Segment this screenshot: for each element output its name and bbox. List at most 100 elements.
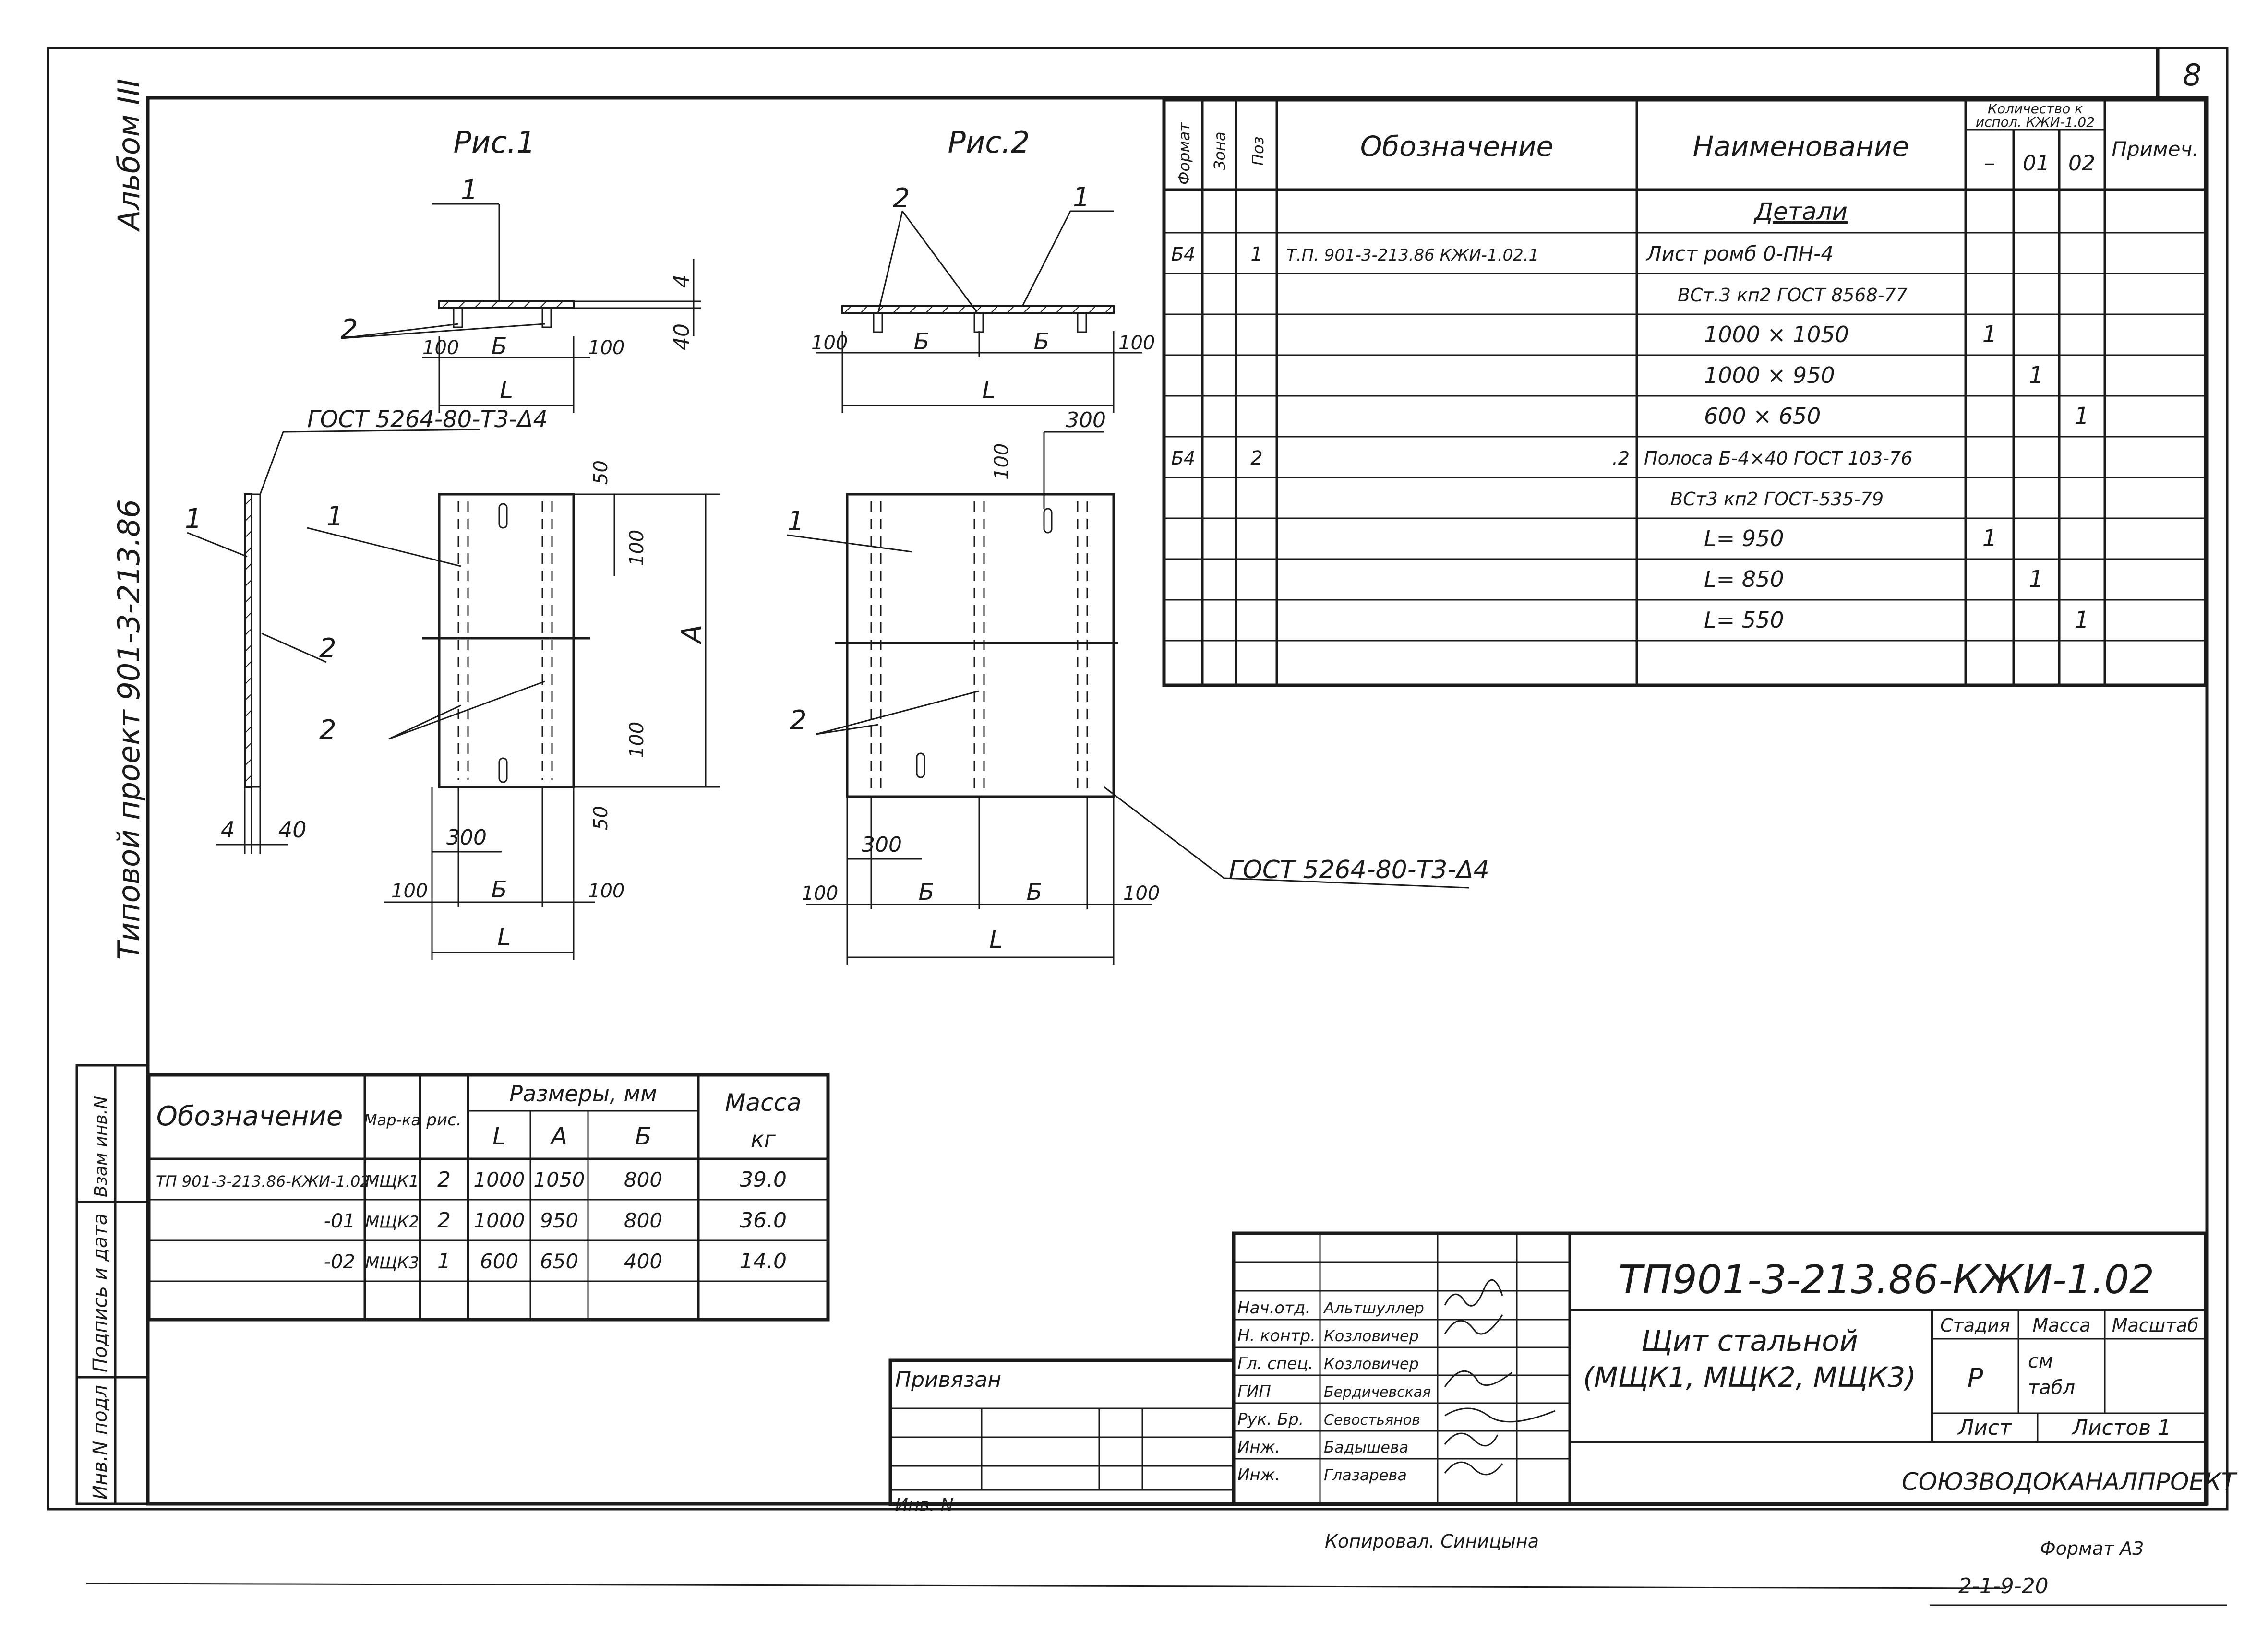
fig1-pos1: 1 bbox=[461, 175, 478, 206]
fig2-pos1-top: 1 bbox=[1073, 182, 1090, 213]
plan1-dim-100c: 100 bbox=[391, 880, 428, 902]
sheet-label: Лист bbox=[1957, 1416, 2012, 1440]
org-name: СОЮЗВОДОКАНАЛПРОЕКТ bbox=[1902, 1468, 2238, 1496]
dim-table: Обозначение Мар-ка рис. Размеры, мм L А … bbox=[147, 1073, 830, 1322]
fig2-pos2-top: 2 bbox=[893, 183, 910, 214]
privyazan-block: Привязан Инв. N bbox=[888, 1358, 1236, 1515]
fig1-dim-100b: 100 bbox=[588, 337, 624, 359]
plan2-dim-b2: Б bbox=[1027, 879, 1043, 905]
table-row: -02 МЩК3 1 600 650 400 14.0 bbox=[324, 1249, 787, 1274]
fig1-dim-40: 40 bbox=[670, 323, 694, 350]
plan2-pos2: 2 bbox=[790, 705, 807, 736]
spec-cell-name: 1000 × 950 bbox=[1704, 362, 1835, 388]
dim-cell-l: 1000 bbox=[474, 1168, 525, 1191]
spec-cell-designation: .2 bbox=[1612, 448, 1630, 469]
spec-cell-name: L= 850 bbox=[1704, 566, 1784, 592]
dim-cell-fig: 2 bbox=[437, 1208, 451, 1233]
stamp-replace: Взам инв.N bbox=[91, 1096, 111, 1197]
fig1-dim-b: Б bbox=[492, 333, 507, 360]
spec-cell-format: Б4 bbox=[1171, 244, 1195, 265]
role-label: Гл. спец. bbox=[1237, 1354, 1313, 1373]
table-row: L= 850 1 bbox=[1704, 566, 2043, 593]
spec-h-pos: Поз bbox=[1249, 136, 1267, 166]
dim-h-designation: Обозначение bbox=[156, 1101, 343, 1132]
spec-cell-name: Полоса Б-4×40 ГОСТ 103-76 bbox=[1644, 448, 1912, 469]
mass-value-1: см bbox=[2028, 1350, 2053, 1372]
table-row: Б4 2 .2 Полоса Б-4×40 ГОСТ 103-76 bbox=[1171, 447, 1912, 469]
role-label: Нач.отд. bbox=[1237, 1299, 1310, 1318]
table-row: 1000 × 1050 1 bbox=[1704, 321, 1997, 348]
role-name: Бердичевская bbox=[1324, 1384, 1431, 1401]
plan1-dim-100b: 100 bbox=[626, 722, 648, 758]
footer: Копировал. Синицына Формат А3 2-1-9-20 bbox=[1325, 1531, 2144, 1598]
spec-h-zone: Зона bbox=[1211, 131, 1229, 170]
dim-cell-designation: -01 bbox=[324, 1210, 355, 1232]
spec-cell-pos: 2 bbox=[1250, 447, 1262, 469]
gost-weld-2: ГОСТ 5264-80-Т3-Δ4 bbox=[1229, 856, 1489, 884]
dim-cell-a: 1050 bbox=[534, 1168, 585, 1191]
dim-cell-mark: МЩК2 bbox=[365, 1213, 419, 1232]
dim-cell-b: 800 bbox=[624, 1209, 662, 1232]
spec-cell-name: ВСт3 кп2 ГОСТ-535-79 bbox=[1670, 488, 1884, 510]
table-row: ВСт3 кп2 ГОСТ-535-79 bbox=[1670, 488, 1884, 510]
spec-h-qty-01: 01 bbox=[2023, 151, 2050, 176]
spec-cell-q2: 1 bbox=[2075, 403, 2089, 429]
dim-cell-l: 600 bbox=[480, 1250, 518, 1273]
dim-cell-designation: ТП 901-3-213.86-КЖИ-1.02 bbox=[156, 1172, 370, 1191]
dim-h-sizes: Размеры, мм bbox=[509, 1081, 657, 1107]
side-project: Типовой проект 901-3-213.86 bbox=[111, 499, 146, 960]
privyazan-label: Привязан bbox=[895, 1368, 1001, 1392]
fig2-title: Рис.2 bbox=[948, 125, 1030, 160]
spec-cell-name: Лист ромб 0-ПН-4 bbox=[1645, 242, 1834, 265]
plan1-dim-300: 300 bbox=[446, 825, 487, 850]
fig1-title: Рис.1 bbox=[454, 125, 536, 160]
scale-label: Масштаб bbox=[2112, 1315, 2199, 1336]
spec-rows: Детали Б4 1 Т.П. 901-3-213.86 КЖИ-1.02.1… bbox=[1171, 198, 2089, 633]
side-section: ГОСТ 5264-80-Т3-Δ4 1 2 4 40 bbox=[185, 406, 548, 854]
dim-cell-a: 650 bbox=[540, 1250, 578, 1273]
title-line-2: (МЩК1, МЩК2, МЩК3) bbox=[1583, 1361, 1916, 1394]
plan1-dim-a: А bbox=[676, 625, 708, 644]
plan2-dim-b1: Б bbox=[919, 879, 935, 905]
bottom-code: 2-1-9-20 bbox=[1958, 1574, 2049, 1598]
plan2-dim-100a: 100 bbox=[991, 443, 1013, 480]
table-row: Детали bbox=[1753, 198, 1848, 226]
spec-h-designation: Обозначение bbox=[1360, 130, 1553, 163]
fig1-dim-4: 4 bbox=[670, 274, 694, 288]
plan-fig1: 1 2 А 100 100 50 50 300 100 Б 100 L bbox=[307, 460, 720, 960]
spec-cell-q0: 1 bbox=[1982, 525, 1997, 552]
spec-cell-name: L= 550 bbox=[1704, 607, 1784, 633]
sheets-label: Листов 1 bbox=[2071, 1416, 2171, 1440]
plan2-dim-300b: 300 bbox=[862, 833, 902, 857]
signatures bbox=[1444, 1279, 1556, 1476]
role-name: Глазарева bbox=[1324, 1466, 1407, 1484]
plan2-dim-100c: 100 bbox=[1123, 882, 1160, 905]
role-label: ГИП bbox=[1237, 1382, 1271, 1401]
side-pos2: 2 bbox=[319, 633, 336, 664]
spec-cell-q0: 1 bbox=[1982, 321, 1997, 348]
plan1-dim-50b: 50 bbox=[590, 806, 612, 830]
spec-h-name: Наименование bbox=[1693, 130, 1909, 163]
spec-h-qty2: испол. КЖИ-1.02 bbox=[1976, 114, 2095, 130]
role-name: Бадышева bbox=[1324, 1438, 1408, 1456]
dim-h-b: Б bbox=[635, 1122, 651, 1150]
role-name: Альтшуллер bbox=[1323, 1299, 1424, 1317]
role-label: Рук. Бр. bbox=[1237, 1410, 1304, 1429]
side-dim-40: 40 bbox=[278, 817, 307, 843]
spec-cell-pos: 1 bbox=[1250, 243, 1262, 265]
fig2-dim-b1: Б bbox=[914, 328, 930, 355]
dim-cell-mass: 14.0 bbox=[740, 1249, 787, 1274]
plan1-dim-l: L bbox=[497, 923, 511, 951]
dim-h-a: А bbox=[550, 1122, 567, 1150]
spec-h-qty-dash: – bbox=[1984, 150, 1995, 176]
table-row: ВСт.3 кп2 ГОСТ 8568-77 bbox=[1678, 285, 1908, 306]
fig2-section: Рис.2 2 1 100 Б Б 100 L bbox=[811, 125, 1155, 413]
plan1-dim-100a: 100 bbox=[626, 530, 648, 566]
drawing-code: ТП901-3-213.86-КЖИ-1.02 bbox=[1619, 1257, 2154, 1303]
spec-cell-name: ВСт.3 кп2 ГОСТ 8568-77 bbox=[1678, 285, 1908, 306]
gost-weld-1: ГОСТ 5264-80-Т3-Δ4 bbox=[307, 406, 548, 433]
dim-cell-l: 1000 bbox=[474, 1209, 525, 1232]
fig2-dim-b2: Б bbox=[1034, 328, 1050, 355]
spec-h-note: Примеч. bbox=[2112, 137, 2198, 161]
